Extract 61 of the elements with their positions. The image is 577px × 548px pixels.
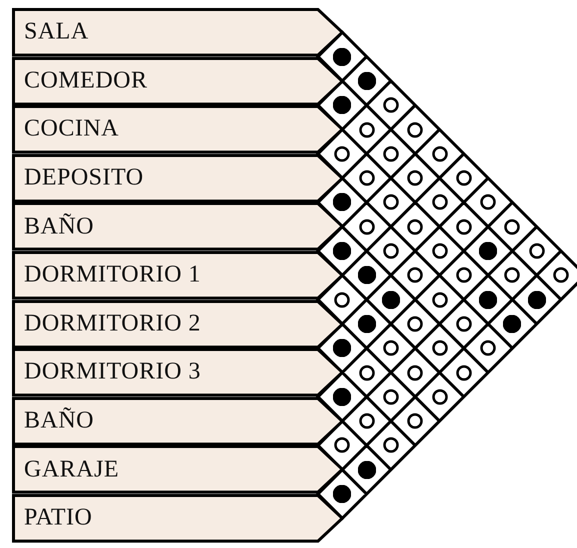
relation-circle — [358, 169, 376, 188]
relation-circle — [358, 412, 376, 430]
relation-circle — [382, 436, 400, 454]
relation-circle — [358, 218, 376, 236]
relation-circle — [382, 96, 400, 114]
relation-circle — [382, 339, 400, 358]
room-tag — [12, 105, 344, 154]
room-name: DORMITORIO 2 — [24, 310, 201, 338]
room-tag — [12, 8, 344, 57]
relation-circle — [406, 218, 424, 236]
relation-circle — [430, 339, 448, 358]
room-name: BAÑO — [24, 213, 94, 240]
room-name: COCINA — [24, 116, 120, 143]
relation-circle — [430, 242, 448, 260]
relation-circle — [454, 314, 473, 333]
relation-circle — [406, 314, 424, 333]
relation-circle — [454, 364, 473, 382]
room-tag — [12, 300, 344, 348]
room-name: COMEDOR — [24, 67, 148, 94]
relation-circle — [503, 266, 522, 284]
room-name: DORMITORIO 1 — [24, 262, 201, 289]
relation-circle — [430, 144, 448, 163]
relation-circle — [382, 193, 400, 212]
relation-circle — [479, 193, 498, 212]
room-name: DEPOSITO — [24, 164, 144, 192]
relation-circle — [528, 242, 546, 260]
relation-circle — [430, 193, 448, 212]
room-name: PATIO — [24, 504, 92, 532]
room-name: GARAJE — [24, 456, 120, 484]
relation-circle — [406, 169, 424, 188]
room-tag — [12, 154, 344, 202]
relation-circle — [358, 120, 376, 138]
relation-circle — [333, 290, 352, 309]
relation-circle — [382, 242, 400, 260]
relation-circle — [333, 436, 352, 454]
relation-circle — [406, 266, 424, 284]
relation-circle — [503, 218, 522, 236]
room-name: DORMITORIO 3 — [24, 358, 201, 386]
relation-circle — [552, 266, 570, 284]
room-tag — [12, 445, 344, 494]
relation-circle — [479, 339, 498, 358]
room-tag — [12, 202, 344, 251]
relation-circle — [406, 412, 424, 430]
relation-circle — [333, 144, 352, 163]
relation-circle — [358, 364, 376, 382]
relation-circle — [430, 290, 448, 309]
relation-circle — [430, 388, 448, 406]
relation-circle — [454, 266, 473, 284]
room-name: BAÑO — [24, 408, 94, 435]
room-tag — [12, 494, 344, 543]
room-tag — [12, 396, 344, 446]
room-tag — [12, 56, 344, 106]
relation-circle — [406, 120, 424, 138]
room-tag — [12, 348, 344, 397]
relation-circle — [382, 388, 400, 406]
room-tag — [12, 251, 344, 300]
relation-circle — [454, 169, 473, 188]
relation-circle — [406, 364, 424, 382]
relation-circle — [382, 144, 400, 163]
room-name: SALA — [24, 18, 89, 46]
relation-circle — [454, 218, 473, 236]
